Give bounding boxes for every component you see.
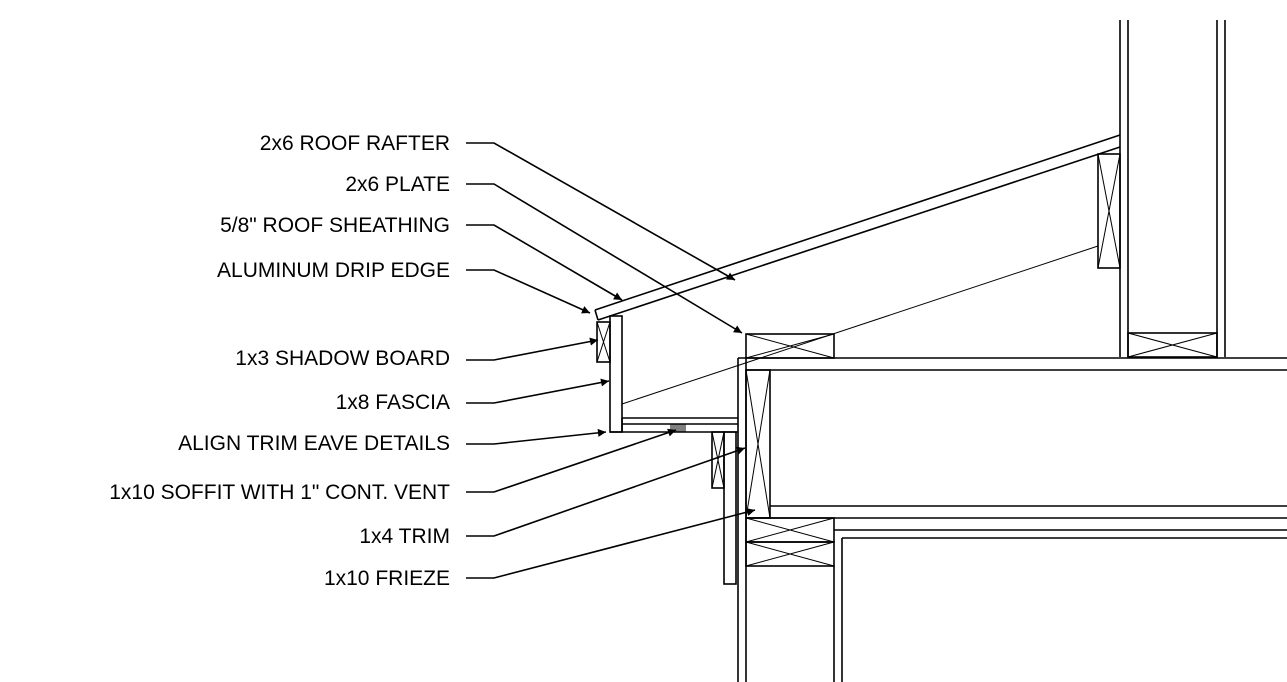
top-plate <box>745 333 835 359</box>
label-roof-sheathing: 5/8" ROOF SHEATHING <box>220 214 450 237</box>
floor-assembly <box>738 357 1287 539</box>
leader-align-trim <box>466 428 607 445</box>
soffit-vent <box>670 424 686 432</box>
label-frieze: 1x10 FRIEZE <box>324 567 450 590</box>
label-drip-edge: ALUMINUM DRIP EDGE <box>217 259 450 282</box>
label-align-trim: ALIGN TRIM EAVE DETAILS <box>178 432 450 455</box>
leader-roof-rafter <box>466 142 736 281</box>
construction-section <box>594 20 1287 682</box>
leader-fascia <box>466 378 610 404</box>
leader-shadow-board <box>466 337 599 361</box>
leader-drip-edge <box>466 269 591 314</box>
label-shadow-board: 1x3 SHADOW BOARD <box>235 347 450 370</box>
label-trim: 1x4 TRIM <box>359 525 450 548</box>
leader-lines <box>466 142 756 579</box>
label-plate: 2x6 PLATE <box>345 173 450 196</box>
lower-wall-plates <box>745 517 843 682</box>
leader-soffit <box>466 428 677 493</box>
leader-roof-sheathing <box>466 224 623 301</box>
trim-frieze <box>711 431 737 585</box>
leader-trim <box>466 446 746 537</box>
callout-labels: 2x6 ROOF RAFTER 2x6 PLATE 5/8" ROOF SHEA… <box>109 132 450 590</box>
fascia-assembly <box>596 315 623 433</box>
label-roof-rafter: 2x6 ROOF RAFTER <box>260 132 450 155</box>
wall-sheathing <box>737 358 747 682</box>
label-fascia: 1x8 FASCIA <box>336 391 450 414</box>
roof-rafter <box>594 134 1121 405</box>
label-soffit: 1x10 SOFFIT WITH 1" CONT. VENT <box>109 481 450 504</box>
leader-plate <box>466 183 743 334</box>
leader-frieze <box>466 508 756 579</box>
upper-wall <box>1097 20 1226 358</box>
